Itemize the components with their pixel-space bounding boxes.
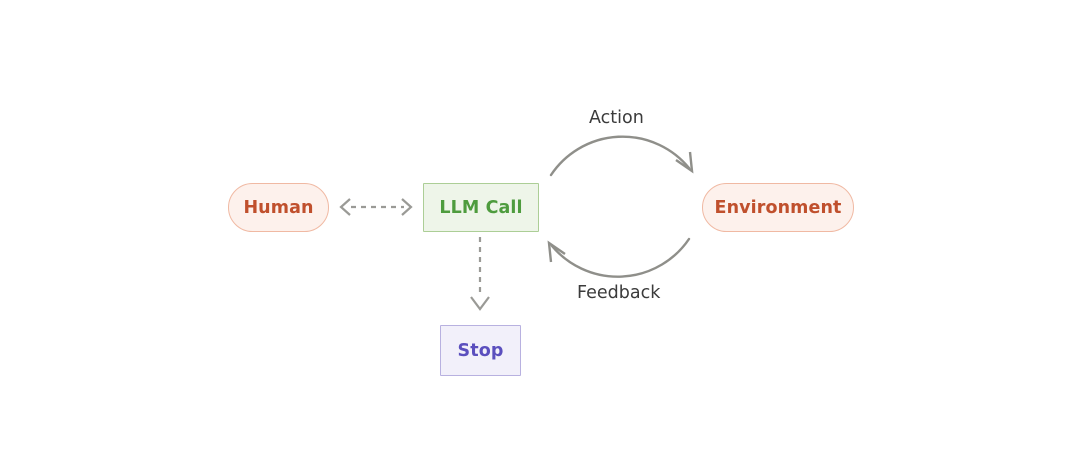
node-environment[interactable]: Environment [702, 183, 854, 232]
node-stop[interactable]: Stop [440, 325, 521, 376]
human-llm-right-arrowhead-icon [401, 198, 413, 216]
edge-label-action: Action [589, 108, 644, 128]
action-arc-path [549, 135, 691, 177]
human-llm-left-arrowhead-icon [339, 198, 351, 216]
feedback-arrowhead-icon [547, 240, 566, 263]
feedback-arc-path [550, 237, 691, 278]
node-llm-call[interactable]: LLM Call [423, 183, 539, 232]
action-arrowhead-icon [675, 151, 694, 174]
edge-feedback [547, 237, 691, 278]
edge-llm-stop [470, 237, 490, 311]
llm-stop-arrowhead-icon [470, 296, 490, 311]
edge-action [549, 135, 694, 177]
edge-human-llm [339, 198, 413, 216]
node-human[interactable]: Human [228, 183, 329, 232]
edge-label-feedback: Feedback [577, 283, 661, 303]
